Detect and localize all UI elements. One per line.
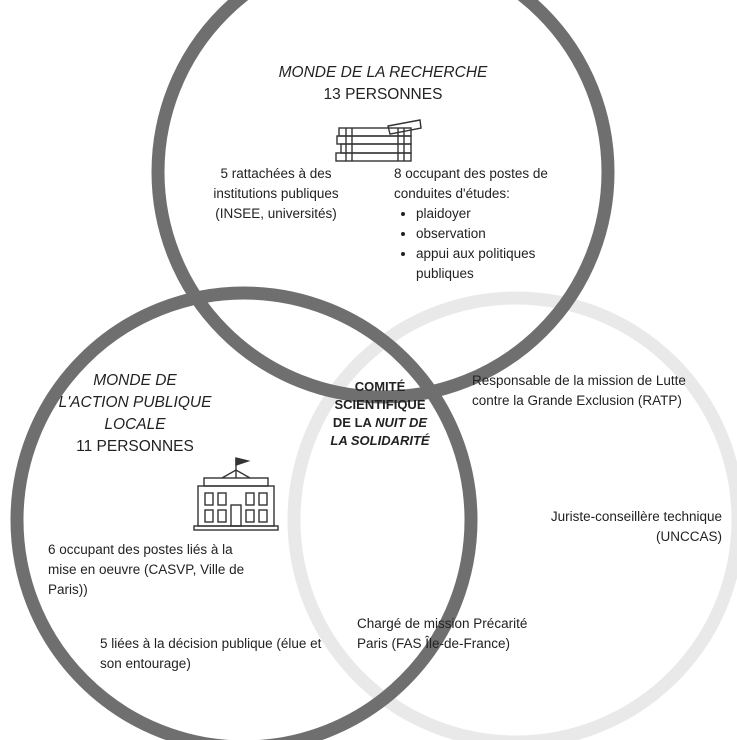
research-count: 13 PERSONNES: [323, 86, 443, 103]
public-action-text2: 5 liées à la décision publique (élue et …: [100, 636, 322, 671]
research-title: MONDE DE LA RECHERCHE 13 PERSONNES: [255, 62, 511, 106]
town-hall-icon: [193, 457, 279, 531]
research-list: plaidoyer observation appui aux politiqu…: [394, 204, 594, 284]
other-item1: Responsable de la mission de Lutte contr…: [472, 373, 686, 408]
public-action-count: 11 PERSONNES: [76, 438, 194, 455]
research-right-intro: 8 occupant des postes de conduites d'étu…: [394, 166, 548, 201]
circle-research: [151, 0, 615, 404]
public-action-title-line2: L'ACTION PUBLIQUE: [58, 394, 212, 411]
public-action-title-line1: MONDE DE: [93, 372, 177, 389]
research-right-block: 8 occupant des postes de conduites d'étu…: [394, 164, 594, 284]
research-list-item: observation: [416, 224, 594, 244]
center-line1: COMITÉ: [354, 379, 406, 394]
public-action-title: MONDE DE L'ACTION PUBLIQUE LOCALE 11 PER…: [50, 370, 220, 458]
center-line3b: NUIT DE: [375, 415, 428, 430]
research-list-item: plaidoyer: [416, 204, 594, 224]
public-action-text1: 6 occupant des postes liés à la mise en …: [48, 542, 245, 597]
circle-public-action: [10, 286, 478, 740]
research-left-text: 5 rattachées à des institutions publique…: [213, 166, 339, 221]
center-label: COMITÉ SCIENTIFIQUE DE LA NUIT DE LA SOL…: [318, 378, 442, 450]
research-title-label: MONDE DE LA RECHERCHE: [278, 64, 488, 81]
center-line3a: DE LA: [332, 415, 372, 430]
research-list-item: appui aux politiques publiques: [416, 244, 594, 284]
center-line3: DE LA NUIT DE: [318, 414, 442, 432]
books-icon: [335, 119, 422, 162]
other-item3: Chargé de mission Précarité Paris (FAS Î…: [357, 616, 528, 651]
center-line4: LA SOLIDARITÉ: [330, 433, 430, 448]
circle-other: [287, 291, 737, 740]
public-action-title-line3: LOCALE: [104, 416, 166, 433]
center-line2: SCIENTIFIQUE: [334, 397, 426, 412]
other-item2: Juriste-conseillère technique (UNCCAS): [550, 509, 722, 544]
